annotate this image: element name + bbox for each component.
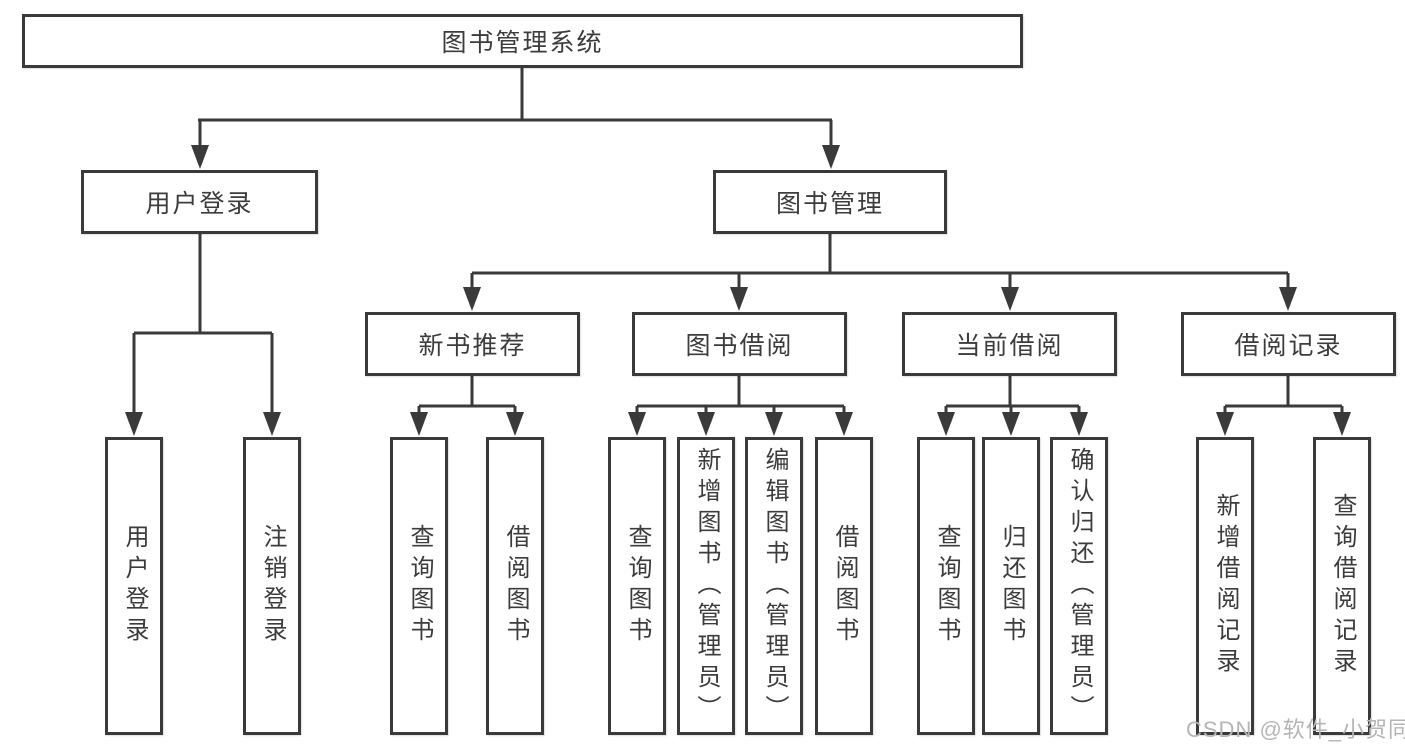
- node-root-library-system: 图书管理系统: [22, 14, 1023, 68]
- leaf-query-borrow-record: 查询借阅记录: [1313, 437, 1371, 735]
- leaf-query-books-current: 查询图书: [917, 437, 975, 735]
- leaf-edit-book-admin: 编辑图书（管理员）: [745, 437, 803, 735]
- leaf-return-book: 归还图书: [982, 437, 1040, 735]
- node-borrowing-records: 借阅记录: [1181, 312, 1396, 376]
- leaf-user-login: 用户登录: [105, 437, 163, 735]
- leaf-query-books-borrowing: 查询图书: [608, 437, 666, 735]
- leaf-query-books-recommend: 查询图书: [390, 437, 448, 735]
- leaf-borrow-books-recommend: 借阅图书: [486, 437, 544, 735]
- node-current-borrowing: 当前借阅: [902, 312, 1117, 376]
- leaf-add-book-admin: 新增图书（管理员）: [677, 437, 735, 735]
- leaf-confirm-return-admin: 确认归还（管理员）: [1050, 437, 1108, 735]
- leaf-add-borrow-record: 新增借阅记录: [1196, 437, 1254, 735]
- node-user-login: 用户登录: [81, 170, 318, 234]
- node-new-book-recommend: 新书推荐: [365, 312, 580, 376]
- watermark: CSDN @软件_小贺同学: [1186, 717, 1405, 742]
- leaf-borrow-books-borrowing: 借阅图书: [815, 437, 873, 735]
- leaf-logout: 注销登录: [243, 437, 301, 735]
- node-book-management: 图书管理: [713, 170, 947, 234]
- node-book-borrowing: 图书借阅: [632, 312, 847, 376]
